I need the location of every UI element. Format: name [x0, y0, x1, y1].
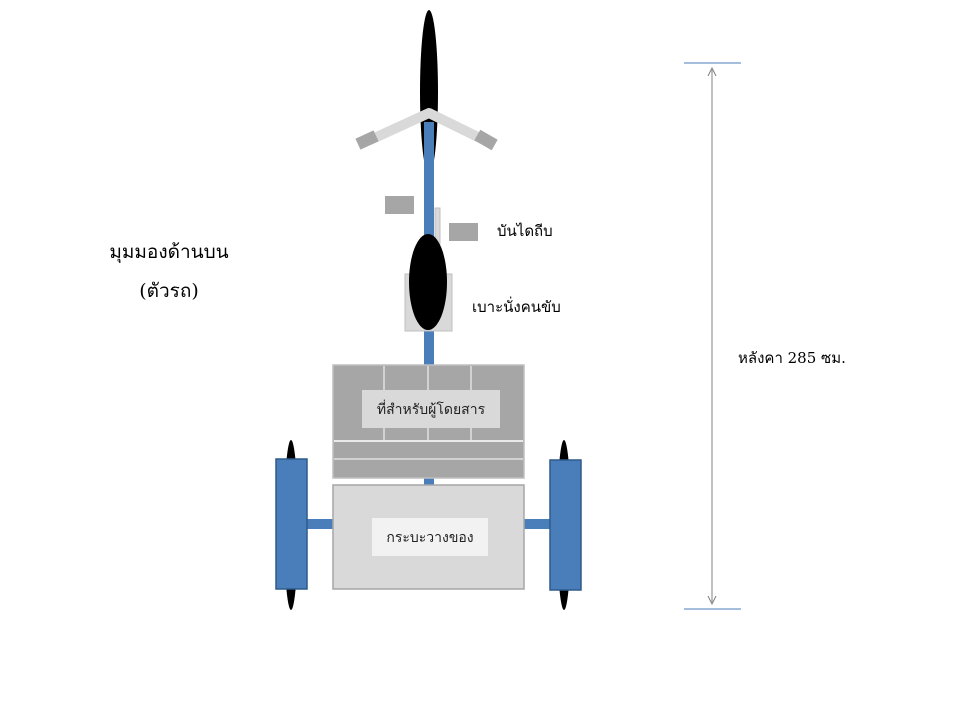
rear-axle-left [306, 519, 336, 529]
dimension-arrow-down [707, 595, 717, 606]
footrest-label: บันไดถีบ [497, 222, 553, 240]
cargo-tray-label: กระบะวางของ [386, 530, 473, 546]
rear-left-wheel [275, 440, 308, 610]
rear-axle-right [524, 519, 551, 529]
passenger-area: ที่สำหรับผู้โดยสาร [332, 364, 525, 479]
left-handle-grip [355, 130, 379, 150]
left-pedal [385, 196, 414, 214]
length-dimension [684, 62, 741, 610]
passenger-area-label: ที่สำหรับผู้โดยสาร [377, 400, 486, 418]
view-title-line1: มุมมองด้านบน [109, 241, 228, 264]
driver-seat-label: เบาะนั่งคนขับ [472, 296, 561, 316]
right-handle-grip [474, 129, 498, 151]
dimension-arrow-up [707, 66, 717, 77]
rear-right-wheel [549, 440, 582, 610]
length-label: หลังคา 285 ซม. [738, 349, 846, 367]
cargo-tray: กระบะวางของ [332, 484, 525, 590]
driver-seat [409, 234, 447, 330]
frame-tube-lower [424, 476, 434, 486]
view-title-line2: (ตัวรถ) [139, 280, 199, 302]
right-pedal [449, 223, 478, 241]
cargo-label-box [372, 518, 488, 556]
handlebar [355, 108, 498, 151]
passenger-label-box [362, 390, 500, 428]
